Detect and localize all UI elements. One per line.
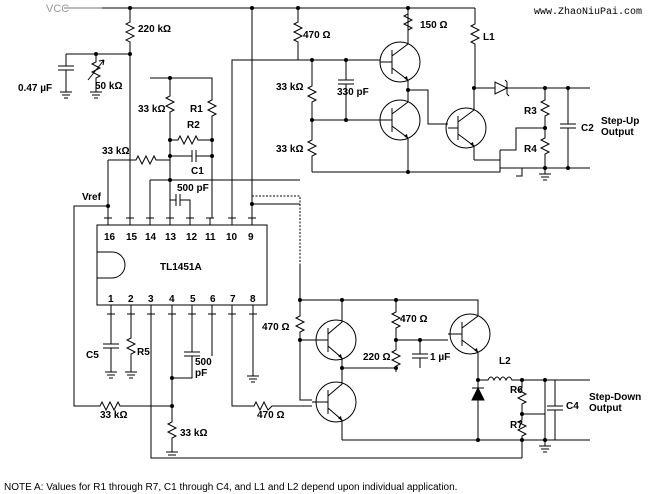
r-220-label: 220 Ω (363, 352, 390, 363)
c2-label: C2 (581, 123, 594, 134)
c-500p-bot-label-1: 500 (195, 357, 212, 368)
stepdown-output-label: Output (589, 403, 622, 414)
stepdown-label: Step-Down (589, 392, 641, 403)
r-470-left-label: 470 Ω (262, 322, 289, 333)
pin-2: 2 (128, 294, 134, 305)
stepdown-output (516, 380, 590, 458)
c-500p-top-label: 500 pF (177, 183, 209, 194)
inductor-l1 (469, 8, 481, 88)
pin-10: 10 (226, 232, 238, 243)
stepup-label: Step-Up (601, 116, 639, 127)
r7-label: R7 (510, 420, 523, 431)
r-33k-a-label: 33 kΩ (276, 82, 303, 93)
c5-label: C5 (86, 350, 99, 361)
note-a: NOTE A: Values for R1 through R7, C1 thr… (4, 482, 457, 493)
watermark: www.ZhaoNiuPai.com (534, 6, 642, 18)
resistor-150 (402, 8, 414, 40)
pin-11: 11 (205, 232, 216, 243)
transistor-q1 (379, 8, 421, 90)
r-150-label: 150 Ω (420, 20, 447, 31)
transistor-q5 (312, 368, 522, 441)
feedback-network (107, 77, 300, 218)
c-047u-label: 0.47 µF (18, 83, 52, 94)
pin-8: 8 (250, 294, 256, 305)
r-33k-b-label: 33 kΩ (276, 144, 303, 155)
r-470-bot-label: 470 Ω (257, 410, 284, 421)
r5-label: R5 (137, 347, 150, 358)
r4-label: R4 (524, 144, 537, 155)
pin-5: 5 (190, 294, 196, 305)
transistor-q3 (445, 88, 500, 161)
pin-4: 4 (169, 294, 175, 305)
stepdown-driver (294, 264, 448, 401)
r-470-mid-label: 470 Ω (400, 314, 427, 325)
pot-50k-label: 50 kΩ (95, 81, 122, 92)
r3-label: R3 (524, 106, 537, 117)
r1-label: R1 (190, 104, 203, 115)
r-33k-ground-label: 33 kΩ (180, 428, 207, 439)
r-33k-c-label: 33 kΩ (138, 104, 165, 115)
pin-13: 13 (165, 232, 177, 243)
catch-diode (471, 380, 485, 440)
pin-3: 3 (148, 294, 154, 305)
c-1u-label: 1 µF (430, 352, 450, 363)
pin-12: 12 (186, 232, 198, 243)
pin-7: 7 (230, 294, 236, 305)
pin-routes (231, 8, 380, 264)
resistor-220k (124, 8, 136, 218)
l1-label: L1 (483, 32, 495, 43)
stepup-output (474, 79, 590, 181)
bottom-components (103, 314, 312, 459)
l2-label: L2 (499, 356, 511, 367)
pin-15: 15 (126, 232, 138, 243)
inductor-l2 (478, 376, 590, 382)
c4-label: C4 (566, 401, 579, 412)
pin-6: 6 (210, 294, 216, 305)
vref-wire (73, 205, 522, 459)
stepup-output-label: Output (601, 127, 634, 138)
junction-dots (94, 6, 570, 442)
pin-14: 14 (145, 232, 157, 243)
r-470-top-label: 470 Ω (303, 30, 330, 41)
r-33k-d-label: 33 kΩ (102, 146, 129, 157)
r6-label: R6 (510, 385, 523, 396)
pin-9: 9 (248, 232, 254, 243)
ic-tl1451a: TL1451A 16 15 14 13 12 11 10 9 1 2 3 4 5… (96, 217, 268, 315)
r-220k-label: 220 kΩ (138, 24, 171, 35)
transistor-q2 (379, 89, 448, 172)
c-500p-bot-label-2: pF (195, 368, 207, 379)
r-33k-bottom-label: 33 kΩ (100, 410, 127, 421)
pin-1: 1 (108, 294, 114, 305)
potentiometer-50k (87, 54, 105, 99)
transistor-q4 (315, 316, 357, 368)
transistor-q6 (298, 299, 491, 380)
vref-label: Vref (82, 192, 102, 203)
c-330p-label: 330 pF (337, 87, 369, 98)
r2-label: R2 (187, 120, 200, 131)
vcc-label: VCC (46, 3, 69, 15)
pin-16: 16 (104, 232, 116, 243)
c1-label: C1 (191, 166, 204, 177)
ic-name: TL1451A (160, 262, 202, 273)
